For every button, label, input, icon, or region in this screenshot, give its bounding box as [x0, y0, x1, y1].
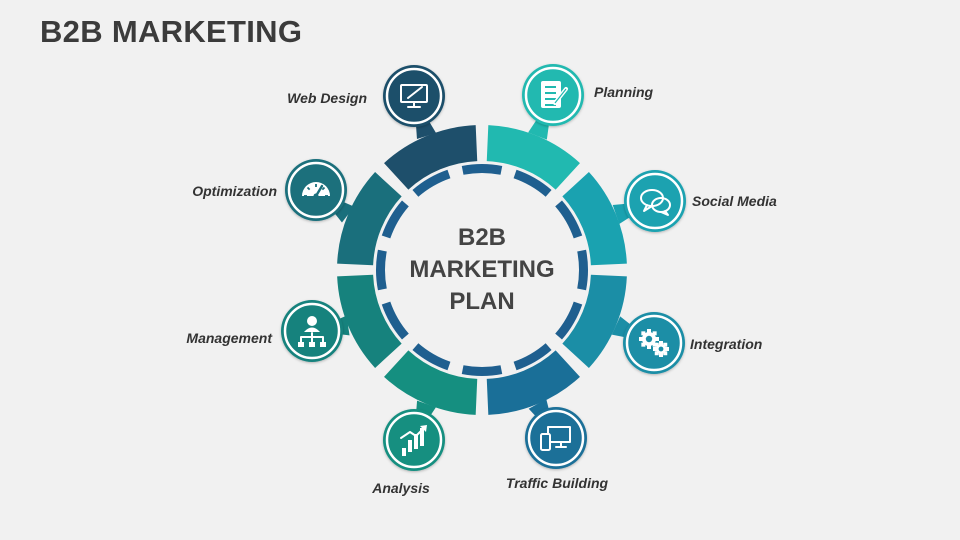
center-title-line-1: B2B	[458, 224, 506, 251]
inner-ring-dash	[555, 200, 583, 239]
inner-ring-dash	[461, 365, 503, 376]
bubble-social-media	[624, 170, 686, 232]
bubble-inner-stroke	[385, 411, 443, 469]
item-label-traffic-building: Traffic Building	[505, 475, 609, 491]
bubble-integration	[623, 312, 685, 374]
item-label-analysis: Analysis	[372, 480, 430, 496]
inner-ring-dash	[577, 249, 588, 291]
monitor-pen-icon	[400, 84, 428, 108]
center-title-line-2: MARKETING	[409, 256, 554, 283]
bubble-inner-stroke	[385, 67, 443, 125]
outer-ring	[337, 125, 627, 415]
org-chart-icon	[298, 316, 326, 347]
bubble-inner-stroke	[283, 302, 341, 360]
inner-ring-dash	[375, 249, 387, 291]
bubble-traffic-building	[525, 407, 587, 469]
item-label-planning: Planning	[594, 84, 654, 100]
devices-icon	[540, 426, 571, 451]
gears-icon	[639, 329, 669, 357]
document-pen-icon	[541, 81, 568, 108]
inner-ring-dash	[381, 200, 409, 239]
ring-segment-management	[337, 274, 402, 368]
chat-bubbles-icon	[640, 189, 671, 216]
ring-segment-web-design	[384, 125, 478, 190]
bubble-inner-stroke	[527, 409, 585, 467]
bubble-web-design	[383, 65, 445, 127]
page-title: B2B MARKETING	[40, 14, 303, 49]
center-title-line-3: PLAN	[449, 288, 514, 315]
inner-ring-dash	[412, 169, 451, 197]
ring-segment-planning	[486, 125, 580, 190]
item-label-management: Management	[186, 330, 272, 346]
item-label-optimization: Optimization	[192, 183, 277, 199]
growth-chart-icon	[400, 425, 427, 456]
bubble-inner-stroke	[287, 161, 345, 219]
bubble-inner-stroke	[625, 314, 683, 372]
inner-ring-dash	[461, 164, 503, 175]
inner-ring-dash	[555, 301, 583, 340]
icon-bubbles	[281, 64, 686, 471]
item-label-web-design: Web Design	[287, 90, 367, 106]
bubble-optimization	[285, 159, 347, 221]
bubble-ring	[383, 65, 445, 127]
ring-segment-optimization	[337, 172, 402, 266]
ring-segment-integration	[562, 274, 627, 368]
bubble-ring	[525, 407, 587, 469]
inner-ring-dash	[513, 343, 552, 371]
bubble-management	[281, 300, 343, 362]
speedometer-icon	[302, 182, 330, 199]
item-label-integration: Integration	[690, 336, 763, 352]
inner-ring-dash	[513, 169, 552, 197]
item-label-social-media: Social Media	[692, 193, 777, 209]
ring-segment-traffic-building	[486, 350, 580, 415]
inner-ring-dash	[412, 343, 451, 371]
bubble-planning	[522, 64, 584, 126]
bubble-analysis	[383, 409, 445, 471]
bubble-inner-stroke	[524, 66, 582, 124]
ring-segment-social-media	[562, 172, 627, 266]
inner-ring-dash	[381, 301, 409, 340]
ring-segment-analysis	[384, 350, 478, 415]
bubble-inner-stroke	[626, 172, 684, 230]
inner-ring	[375, 164, 588, 376]
